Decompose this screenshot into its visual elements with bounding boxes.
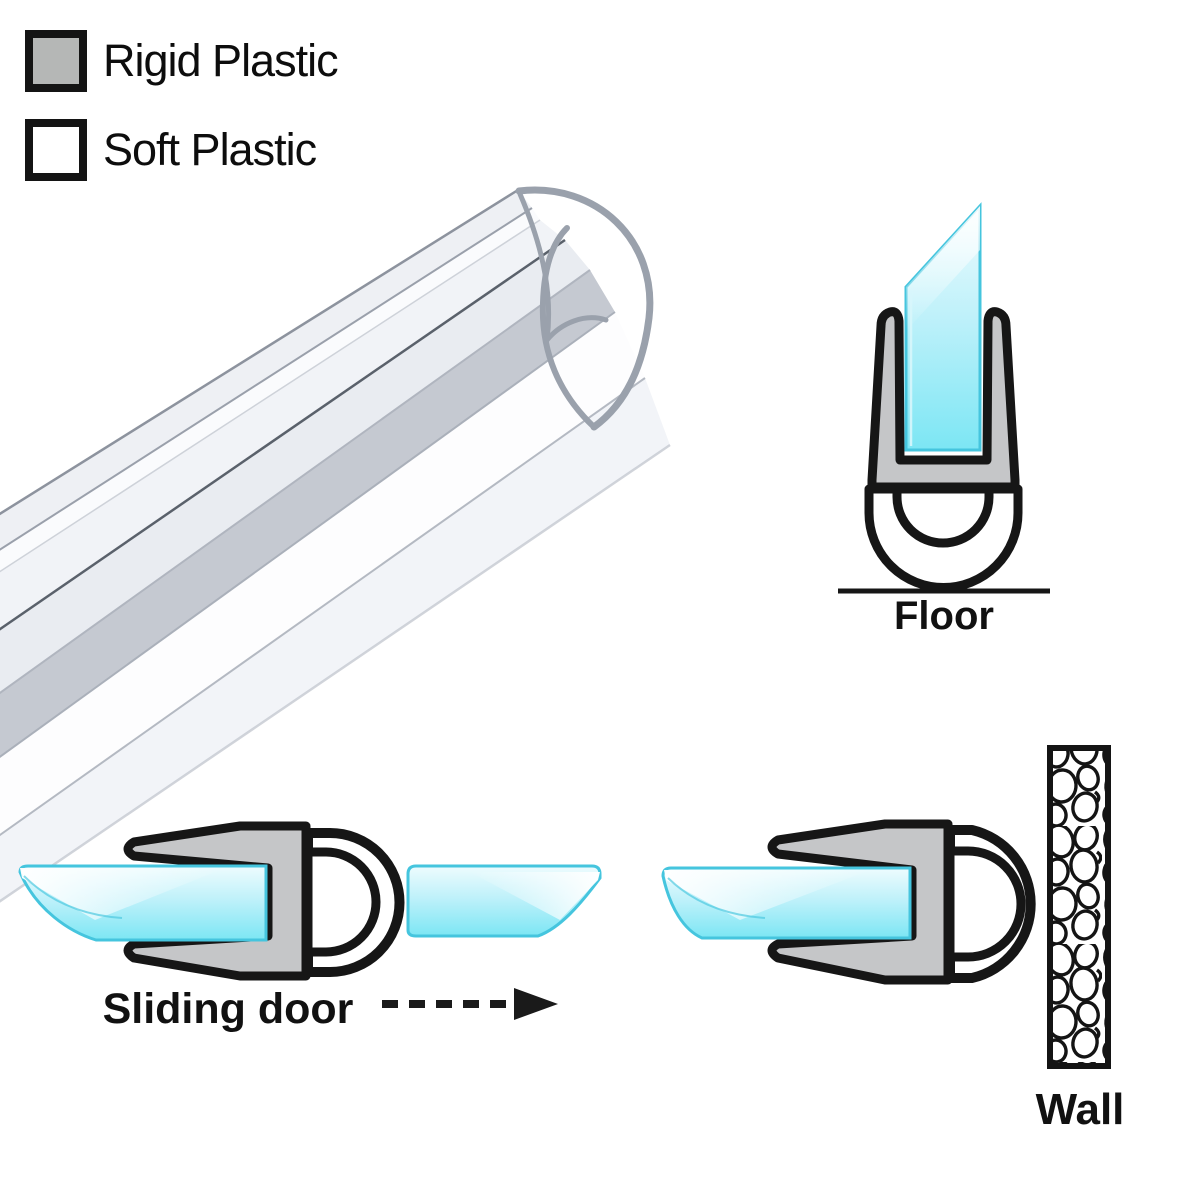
fixed-glass-panel bbox=[406, 864, 602, 938]
door-glass-panel bbox=[661, 866, 912, 940]
strip-band bbox=[0, 378, 670, 902]
rigid-u-channel bbox=[867, 307, 1020, 492]
rigid-u-channel bbox=[767, 819, 953, 985]
strip-bulb-end bbox=[515, 186, 654, 431]
glass-sheen bbox=[906, 206, 980, 331]
glass-sheen bbox=[664, 870, 870, 920]
rigid-swatch-square bbox=[25, 30, 87, 92]
direction-arrow bbox=[382, 988, 558, 1020]
floor-label: Floor bbox=[894, 594, 994, 638]
strip-edge-line bbox=[0, 377, 646, 837]
wall-figure: Wall bbox=[661, 745, 1125, 1134]
glass-front-edge bbox=[667, 877, 766, 919]
strip-top-face bbox=[0, 190, 532, 550]
arrow-head bbox=[514, 988, 558, 1020]
floor-figure: Floor bbox=[838, 202, 1050, 638]
soft-plastic-swatch-icon bbox=[25, 119, 87, 181]
strip-bright-band bbox=[0, 312, 645, 835]
wall bbox=[1047, 745, 1111, 1069]
legend-item-rigid-plastic: Rigid Plastic bbox=[25, 30, 339, 92]
strip-edge-line bbox=[0, 188, 519, 516]
wall-border bbox=[1047, 745, 1111, 1069]
bulb-crease bbox=[544, 315, 609, 343]
legend: Rigid Plastic Soft Plastic bbox=[25, 30, 339, 208]
strip-edge-line bbox=[0, 207, 533, 551]
wall-label: Wall bbox=[1036, 1085, 1125, 1134]
strip-band bbox=[0, 220, 565, 630]
strip-edge-line bbox=[0, 311, 616, 759]
soft-bulb-inner bbox=[945, 846, 1026, 962]
strip-crease-line bbox=[0, 238, 566, 631]
strip-bottom-edge bbox=[0, 443, 671, 903]
sliding-door-figure: Sliding door bbox=[18, 821, 602, 1033]
glass-sheen bbox=[470, 872, 600, 920]
product-photo bbox=[0, 186, 671, 903]
glass-sheen bbox=[20, 868, 225, 920]
sliding-door-label: Sliding door bbox=[103, 985, 354, 1033]
strip-band bbox=[0, 240, 590, 693]
legend-label-rigid: Rigid Plastic bbox=[103, 35, 339, 86]
soft-swatch-square bbox=[25, 119, 87, 181]
strip-edge-line bbox=[0, 219, 541, 573]
strip-band bbox=[0, 208, 540, 572]
soft-bulb-inner bbox=[892, 484, 994, 548]
soft-bulb-inner bbox=[303, 847, 381, 957]
sliding-glass-panel bbox=[18, 864, 268, 942]
legend-label-soft: Soft Plastic bbox=[103, 124, 317, 175]
bulb-inner-curve bbox=[539, 225, 597, 430]
strip-body bbox=[0, 188, 671, 903]
strip-gray-band bbox=[0, 270, 615, 757]
rigid-plastic-swatch-icon bbox=[25, 30, 87, 92]
bulb-outer-curve bbox=[515, 186, 654, 431]
bulb-crease bbox=[517, 191, 552, 343]
strip-edge-line bbox=[0, 269, 591, 695]
glass-front-edge bbox=[23, 875, 123, 919]
legend-item-soft-plastic: Soft Plastic bbox=[25, 119, 338, 181]
wall-texture bbox=[1052, 750, 1106, 1064]
